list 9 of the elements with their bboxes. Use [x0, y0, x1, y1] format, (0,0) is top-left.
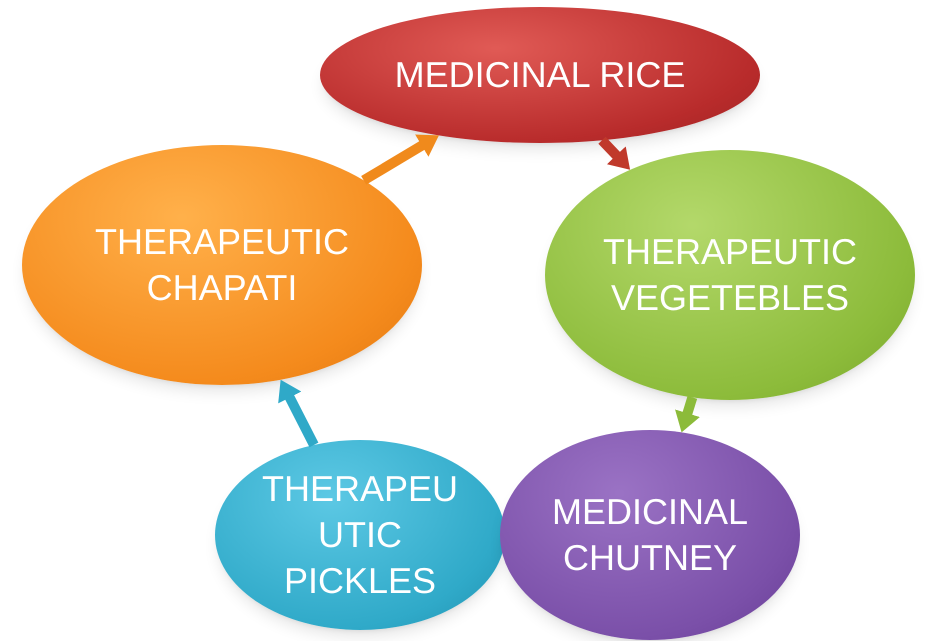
node-label: MEDICINAL CHUTNEY [550, 490, 750, 580]
node-label: THERAPEUTIC VEGETEBLES [602, 230, 858, 320]
node-label: MEDICINAL RICE [394, 53, 686, 97]
node-label: THERAPEUTIC CHAPATI [94, 220, 350, 310]
arrow [675, 396, 700, 432]
node-label: THERAPEU UTIC PICKLES [260, 467, 460, 603]
arrow [598, 136, 630, 170]
arrow [361, 134, 439, 185]
arrow [278, 380, 318, 448]
